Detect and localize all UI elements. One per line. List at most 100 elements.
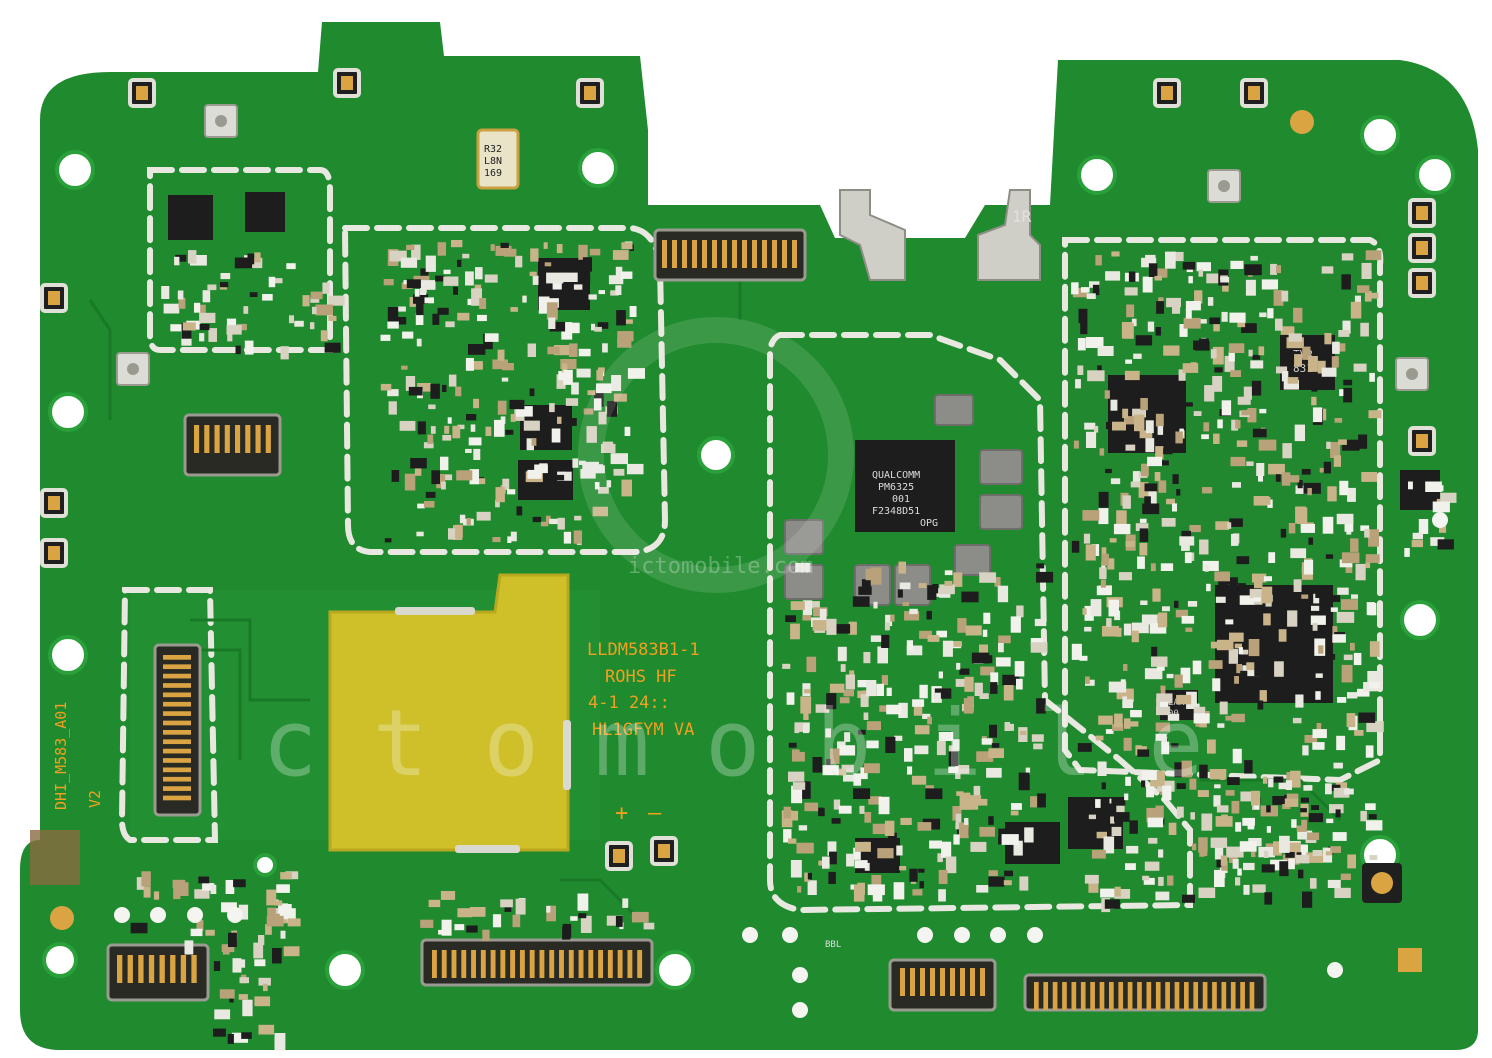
smd-component xyxy=(1101,782,1106,790)
smd-component xyxy=(979,644,988,659)
smd-component xyxy=(826,693,837,710)
smd-component xyxy=(621,242,633,250)
smd-component xyxy=(612,250,629,260)
smd-component xyxy=(415,312,424,325)
smd-component xyxy=(596,369,604,381)
smd-component xyxy=(1312,407,1323,423)
smd-component xyxy=(1214,846,1224,860)
smd-component xyxy=(557,517,565,530)
smd-component xyxy=(1311,396,1317,406)
smd-component xyxy=(1161,518,1176,527)
shield-clip xyxy=(563,720,571,790)
smd-component xyxy=(492,914,502,928)
connector-pin xyxy=(265,425,271,453)
smd-component xyxy=(1261,586,1273,604)
connector-pin xyxy=(451,950,457,978)
connector-pin xyxy=(163,720,191,726)
smd-component xyxy=(938,889,946,902)
smd-component xyxy=(1258,473,1263,482)
smd-component xyxy=(1285,852,1295,858)
smd-component xyxy=(958,822,969,839)
smd-component xyxy=(459,514,466,524)
connector-pin xyxy=(163,664,191,670)
connector-pin xyxy=(191,955,197,983)
smd-component xyxy=(890,614,895,622)
smd-component xyxy=(500,899,513,908)
mount-hole xyxy=(253,853,277,877)
smd-component xyxy=(546,905,551,913)
smd-component xyxy=(1312,850,1323,857)
smd-component xyxy=(976,885,989,893)
smd-component xyxy=(871,875,882,891)
connector-pin xyxy=(588,950,594,978)
smd-component xyxy=(631,911,649,923)
smd-component xyxy=(556,244,563,254)
smd-component xyxy=(1016,605,1024,618)
smd-component xyxy=(492,537,501,543)
smd-component xyxy=(380,334,391,341)
smd-component xyxy=(1163,448,1173,455)
smd-component xyxy=(1165,251,1176,269)
smd-component xyxy=(515,898,526,915)
smd-component xyxy=(1341,664,1353,683)
smd-component xyxy=(194,889,210,899)
smd-component xyxy=(1072,288,1088,298)
smd-component xyxy=(1251,380,1262,396)
smd-component xyxy=(938,869,948,884)
smd-component xyxy=(1248,639,1260,657)
smd-component xyxy=(1190,812,1195,820)
smd-component xyxy=(1298,830,1312,839)
mount-hole xyxy=(325,950,365,990)
smd-component xyxy=(1179,536,1195,546)
smd-component xyxy=(790,623,800,640)
smd-component xyxy=(1347,487,1356,502)
smd-component xyxy=(1101,547,1107,555)
smd-component xyxy=(596,383,612,394)
pmic-label-0: QUALCOMM xyxy=(872,470,920,481)
smd-component xyxy=(988,870,998,876)
crystal-oscillator xyxy=(476,128,520,190)
smd-component xyxy=(473,448,481,460)
smd-component xyxy=(409,297,416,307)
smd-component xyxy=(866,740,879,749)
connector-pin xyxy=(163,767,191,773)
smd-component xyxy=(182,322,196,331)
smd-component xyxy=(885,614,893,627)
smd-component xyxy=(909,608,918,615)
test-point xyxy=(1327,962,1343,978)
connector-pin xyxy=(637,950,643,978)
smd-component xyxy=(1331,356,1339,368)
connector-pin xyxy=(148,955,155,983)
smd-component xyxy=(1125,359,1132,364)
connector-pin xyxy=(762,240,767,268)
smd-component xyxy=(1343,379,1353,386)
smd-component xyxy=(571,418,577,426)
smd-component xyxy=(453,286,458,295)
smd-component xyxy=(1360,810,1367,822)
smd-component xyxy=(1365,554,1380,563)
connector-pin xyxy=(204,425,210,453)
smd-component xyxy=(1156,698,1162,707)
board-code-1: ROHS HF xyxy=(605,667,677,687)
smd-component xyxy=(591,323,596,331)
smd-component xyxy=(1308,356,1318,372)
smd-component xyxy=(1245,279,1256,296)
smd-component xyxy=(1329,804,1344,814)
smd-component xyxy=(1202,487,1213,494)
smd-component xyxy=(1130,389,1139,403)
smd-component xyxy=(507,536,512,543)
connector-pin xyxy=(441,950,447,978)
smd-component xyxy=(802,600,813,616)
smd-component xyxy=(1235,877,1241,886)
smd-component xyxy=(1253,597,1261,602)
smd-component xyxy=(1077,338,1086,351)
smd-component xyxy=(1166,498,1175,505)
smd-component xyxy=(1099,448,1105,456)
smd-component xyxy=(1234,676,1239,684)
smd-component xyxy=(1268,552,1276,563)
smd-component xyxy=(1013,840,1023,856)
smd-component xyxy=(320,330,328,342)
pmic-label-1: PM6325 xyxy=(878,482,914,493)
smd-component xyxy=(414,289,420,297)
smd-component xyxy=(894,735,903,741)
